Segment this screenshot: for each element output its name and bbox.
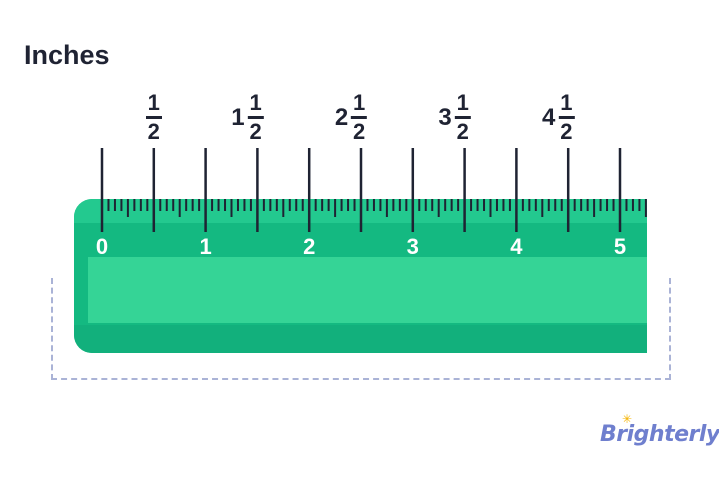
denominator: 2 — [560, 119, 573, 144]
numerator: 1 — [456, 90, 469, 115]
fraction-bar — [351, 116, 368, 119]
denominator: 2 — [353, 119, 366, 144]
denominator: 2 — [249, 119, 262, 144]
denominator: 2 — [147, 119, 160, 144]
whole-number: 4 — [542, 103, 556, 131]
denominator: 2 — [456, 119, 469, 144]
whole-number: 3 — [438, 103, 452, 131]
ruler-number: 3 — [406, 234, 419, 259]
ruler-face — [88, 257, 647, 323]
page-title: Inches — [24, 40, 110, 70]
ruler-bottom-edge — [74, 325, 647, 353]
whole-number: 1 — [231, 103, 245, 131]
fraction-bar — [247, 116, 264, 119]
numerator: 1 — [353, 90, 366, 115]
numerator: 1 — [147, 90, 160, 115]
sun-icon: ✳ — [622, 412, 633, 426]
ruler-number: 2 — [303, 234, 316, 259]
ruler-number: 4 — [510, 234, 523, 259]
fraction-bar — [558, 116, 575, 119]
whole-number: 2 — [334, 103, 349, 131]
numerator: 1 — [249, 90, 262, 115]
brand-logo: Brighterly — [600, 422, 719, 447]
ruler-number: 0 — [95, 234, 109, 259]
numerator: 1 — [560, 90, 573, 115]
ruler-number: 1 — [199, 234, 212, 259]
fraction-bar — [454, 116, 471, 119]
fraction-bar — [145, 116, 162, 119]
ruler-number: 5 — [613, 234, 627, 259]
dashed-outline — [51, 278, 671, 380]
